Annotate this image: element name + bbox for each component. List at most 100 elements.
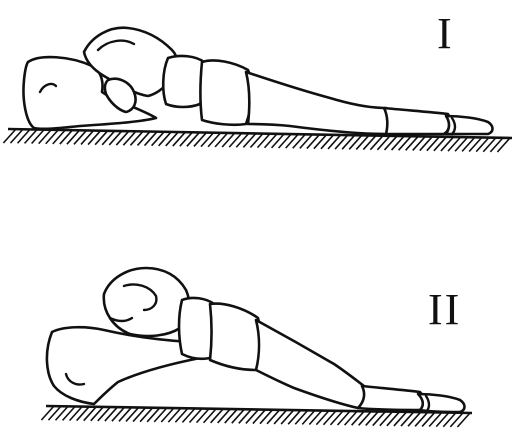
- ground-hatch-stroke: [323, 411, 336, 425]
- ground-hatch-stroke: [413, 136, 426, 150]
- ground-hatch-stroke: [295, 410, 308, 424]
- ground-hatch-stroke: [307, 135, 320, 149]
- ground-hatch-stroke: [250, 134, 263, 148]
- ground-hatch-stroke: [168, 408, 181, 422]
- ground-hatch-stroke: [88, 131, 101, 145]
- ground-hatch-stroke: [267, 410, 280, 424]
- ground-hatch-stroke: [63, 406, 76, 420]
- ground-hatch-stroke: [189, 408, 202, 422]
- ground-hatch-stroke: [335, 135, 348, 149]
- ground-hatch-stroke: [429, 413, 442, 427]
- ground-hatch-stroke: [394, 412, 407, 426]
- ground-hatch-stroke: [434, 137, 447, 151]
- ground-hatch-stroke: [222, 133, 235, 147]
- ground-hatch-stroke: [159, 132, 172, 146]
- ground-hatch-stroke: [126, 407, 139, 421]
- ground-hatch-stroke: [130, 131, 143, 145]
- ground-hatch-stroke: [161, 408, 174, 422]
- ground-hatch-stroke: [366, 411, 379, 425]
- panel-2-cuneiform: [210, 304, 261, 370]
- ground-hatch-stroke: [229, 133, 242, 147]
- ground-hatch-stroke: [352, 411, 365, 425]
- ground-hatch-stroke: [145, 132, 158, 146]
- ground-hatch-stroke: [387, 412, 400, 426]
- ground-hatch-stroke: [194, 132, 207, 146]
- ground-hatch-stroke: [330, 411, 343, 425]
- panel-2-label: II: [428, 288, 461, 332]
- ground-hatch-stroke: [133, 408, 146, 422]
- ground-hatch-stroke: [455, 137, 468, 151]
- ground-hatch-stroke: [406, 136, 419, 150]
- ground-hatch-stroke: [483, 138, 496, 152]
- ground-hatch-stroke: [260, 410, 273, 424]
- ground-hatch-stroke: [208, 133, 221, 147]
- ground-hatch-stroke: [152, 132, 165, 146]
- ground-hatch-stroke: [373, 412, 386, 426]
- ground-hatch-stroke: [415, 412, 428, 426]
- ground-hatch-stroke: [32, 130, 45, 144]
- ground-hatch-stroke: [116, 131, 129, 145]
- ground-hatch-stroke: [272, 134, 285, 148]
- ground-hatch-stroke: [77, 407, 90, 421]
- ground-hatch-stroke: [91, 407, 104, 421]
- ground-hatch-stroke: [70, 406, 83, 420]
- ground-hatch-stroke: [293, 134, 306, 148]
- ground-hatch-stroke: [60, 130, 73, 144]
- panel-2-metatarsal: [256, 320, 365, 408]
- ground-hatch-stroke: [420, 137, 433, 151]
- ground-hatch-stroke: [215, 133, 228, 147]
- ground-hatch-stroke: [53, 130, 66, 144]
- ground-hatch-stroke: [225, 409, 238, 423]
- ground-hatch-stroke: [392, 136, 405, 150]
- ground-hatch-stroke: [137, 131, 150, 145]
- ground-hatch-stroke: [408, 412, 421, 426]
- ground-hatch-stroke: [497, 138, 510, 152]
- ground-hatch-stroke: [448, 137, 461, 151]
- panel-2-distal-phalanx: [418, 394, 465, 412]
- ground-hatch-stroke: [377, 136, 390, 150]
- panel-2-proximal-phalanx: [358, 386, 425, 410]
- ground-hatch-stroke: [441, 137, 454, 151]
- ground-hatch-stroke: [166, 132, 179, 146]
- ground-hatch-stroke: [370, 136, 383, 150]
- ground-hatch-stroke: [95, 131, 108, 145]
- ground-hatch-stroke: [109, 131, 122, 145]
- ground-hatch-stroke: [98, 407, 111, 421]
- ground-hatch-stroke: [3, 129, 16, 143]
- ground-hatch-stroke: [84, 407, 97, 421]
- ground-hatch-stroke: [349, 135, 362, 149]
- panel-1-metatarsal: [246, 72, 389, 134]
- ground-hatch-stroke: [25, 129, 38, 143]
- ground-hatch-stroke: [147, 408, 160, 422]
- ground-hatch-stroke: [300, 134, 313, 148]
- ground-hatch-stroke: [41, 406, 54, 420]
- ground-hatch-stroke: [345, 411, 358, 425]
- ground-hatch-stroke: [265, 134, 278, 148]
- ground-hatch-stroke: [302, 410, 315, 424]
- ground-hatch-stroke: [67, 130, 80, 144]
- ground-hatch-stroke: [342, 135, 355, 149]
- ground-hatch-stroke: [123, 131, 136, 145]
- ground-hatch-stroke: [246, 409, 259, 423]
- ground-hatch-stroke: [39, 130, 52, 144]
- ground-hatch-stroke: [401, 412, 414, 426]
- ground-hatch-stroke: [46, 130, 59, 144]
- ground-hatch-stroke: [281, 410, 294, 424]
- panel-1-label: I: [437, 12, 454, 56]
- ground-hatch-stroke: [422, 412, 435, 426]
- panel-2-talus: [104, 268, 190, 336]
- panel-1-proximal-phalanx: [384, 108, 450, 134]
- ground-hatch-stroke: [288, 410, 301, 424]
- ground-hatch-stroke: [399, 136, 412, 150]
- ground-hatch-stroke: [102, 131, 115, 145]
- ground-hatch-stroke: [187, 132, 200, 146]
- ground-hatch-stroke: [309, 411, 322, 425]
- ground-hatch-stroke: [201, 133, 214, 147]
- panel-1-cuneiform: [201, 60, 252, 124]
- ground-hatch-stroke: [356, 135, 369, 149]
- ground-hatch-stroke: [180, 132, 193, 146]
- ground-hatch-stroke: [462, 137, 475, 151]
- ground-hatch-stroke: [18, 129, 31, 143]
- ground-hatch-stroke: [154, 408, 167, 422]
- ground-hatch-stroke: [218, 409, 231, 423]
